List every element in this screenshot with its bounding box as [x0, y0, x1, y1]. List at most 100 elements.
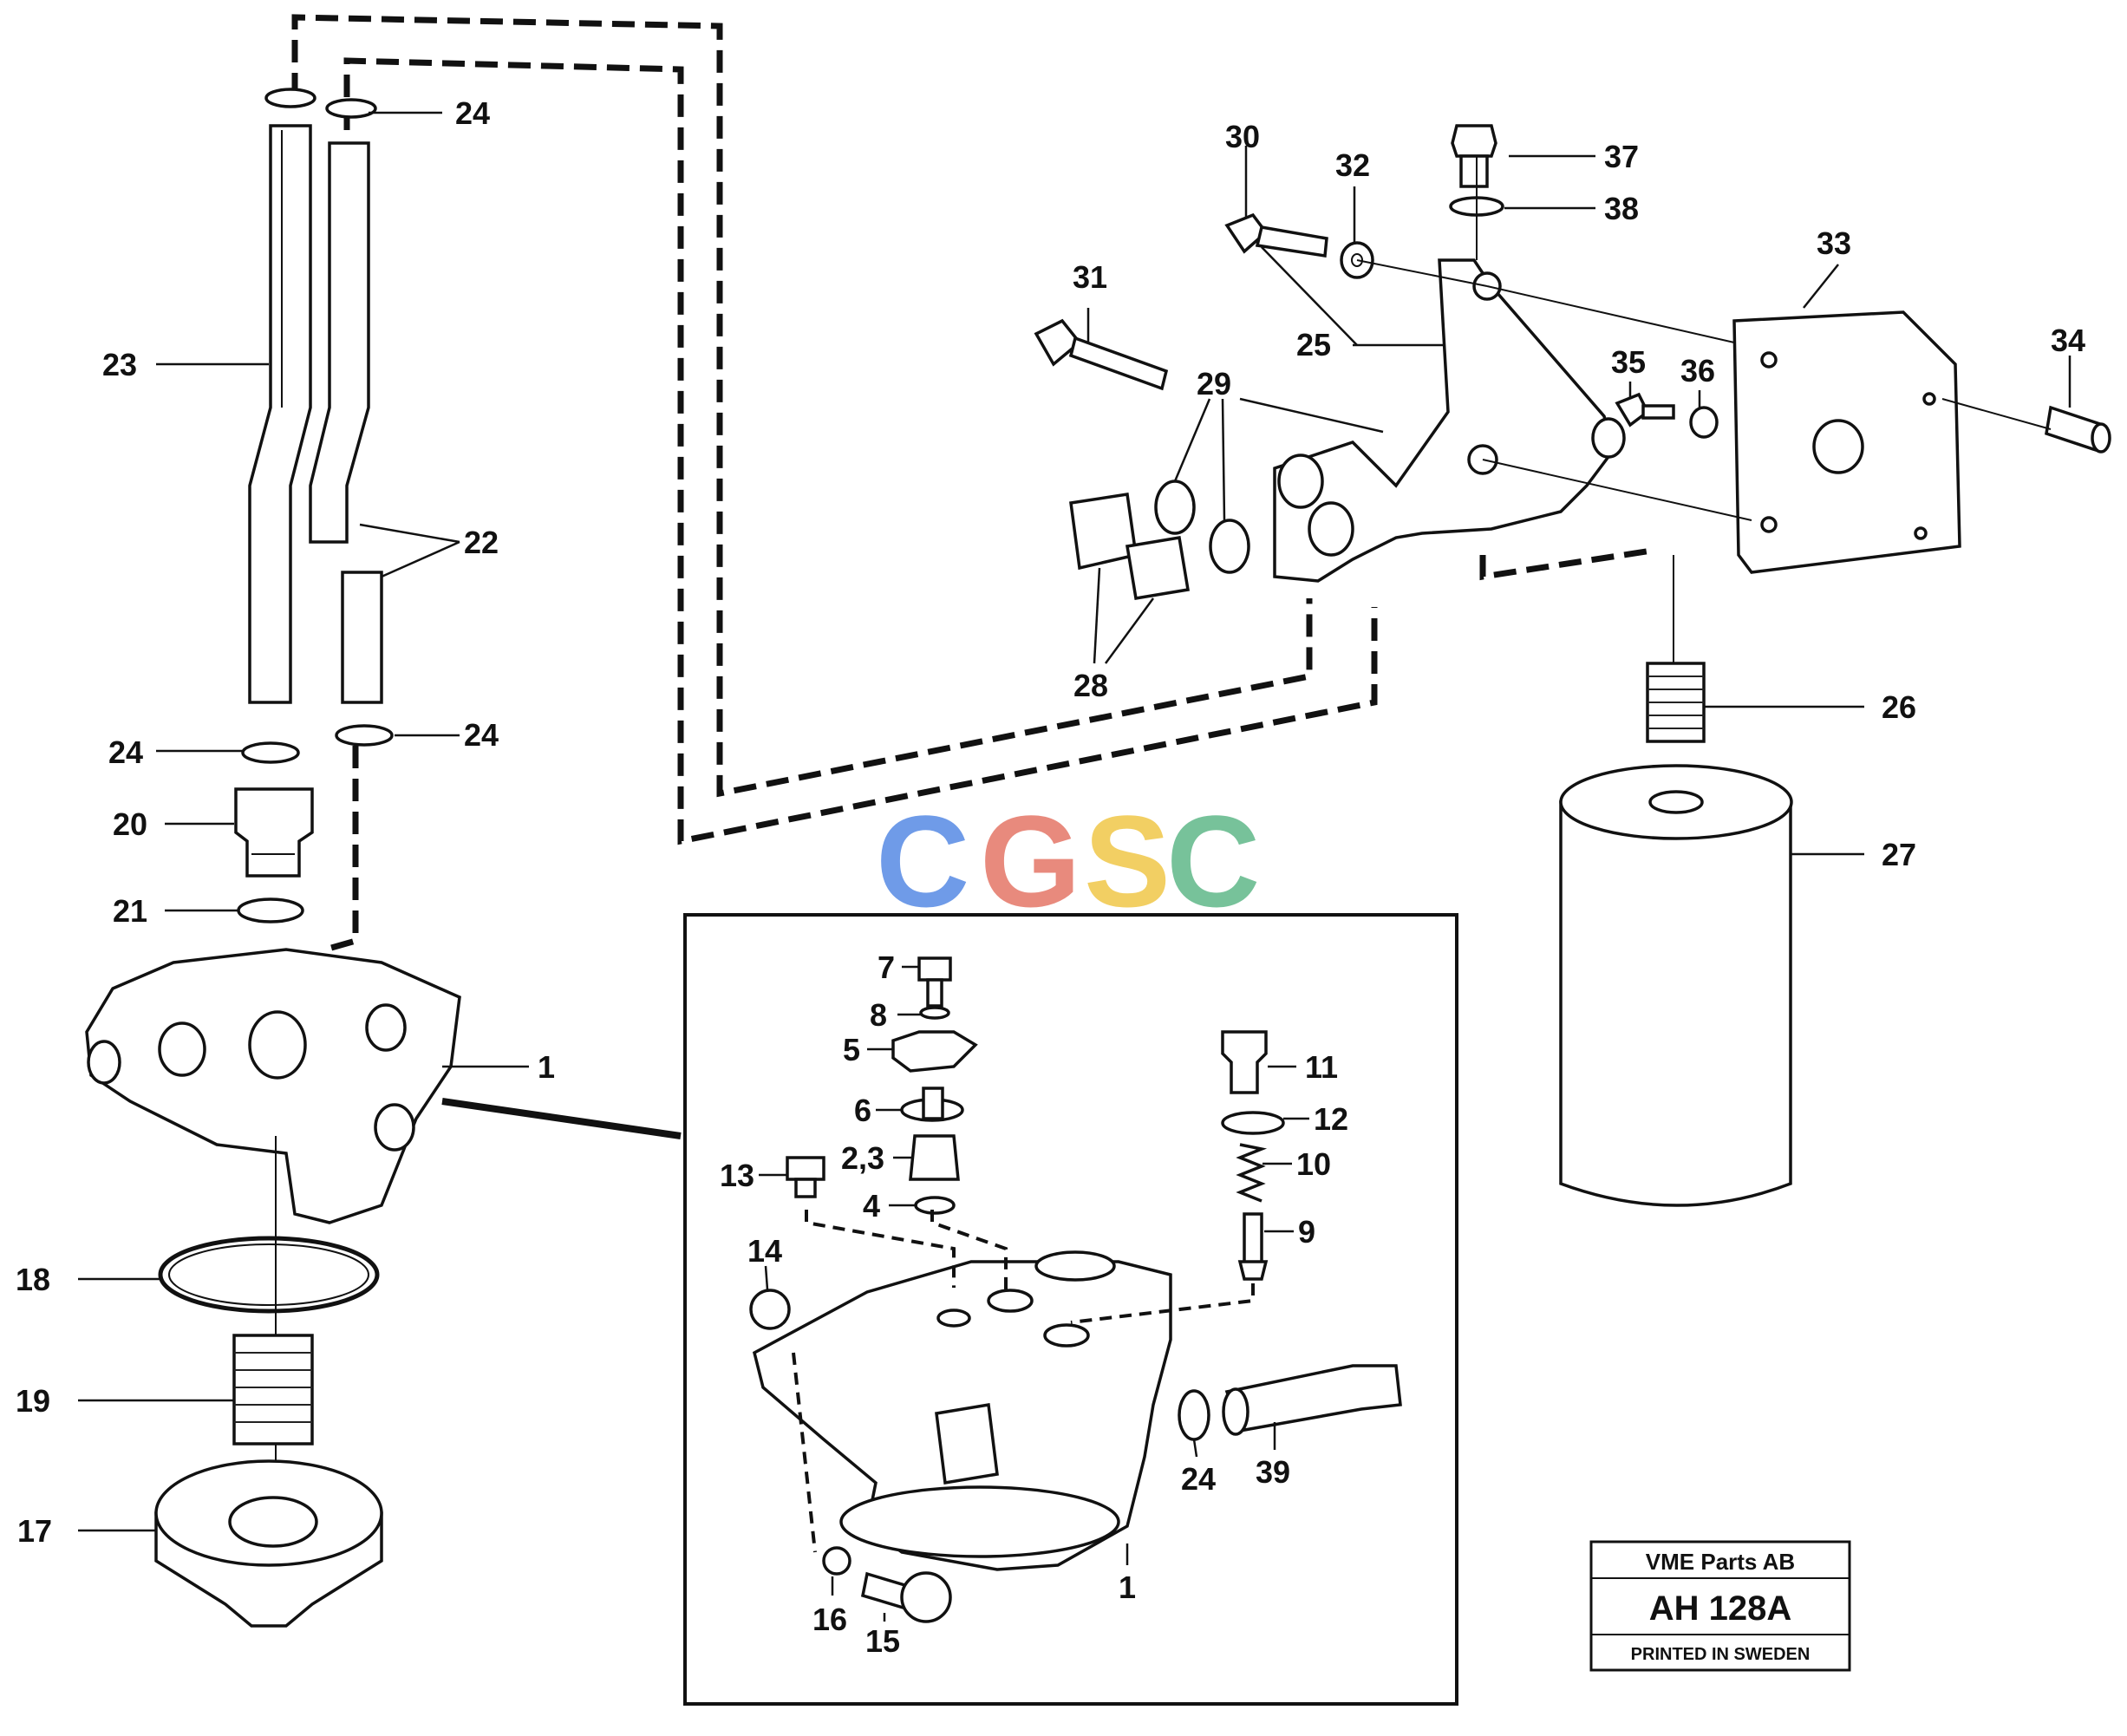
part-callouts: 23 24 22 24 24 20 21 1 18 19 17 30 32 31…: [16, 95, 2085, 1549]
inset-callout-39: 39: [1256, 1454, 1290, 1490]
oil-filter-27: [1559, 800, 1792, 1207]
spacer-34-end: [2091, 422, 2111, 454]
title-stamp: VME Parts AB AH 128A PRINTED IN SWEDEN: [1589, 1540, 1851, 1672]
o-ring-top-right: [325, 98, 377, 119]
housing-detail-top-port: [1034, 1250, 1116, 1282]
bolt-30-shank: [1255, 225, 1328, 258]
dashed-line-inner: [343, 57, 1378, 845]
callout-21: 21: [113, 893, 147, 929]
watermark-letter-c1: C: [876, 788, 969, 934]
callout-20: 20: [113, 806, 147, 842]
callout-30: 30: [1225, 119, 1260, 154]
seal-ring-29-upper: [1154, 480, 1196, 535]
oil-filter-27-center-hole: [1648, 790, 1704, 814]
housing-detail-bore-2: [987, 1289, 1034, 1313]
mounting-bracket-25: [1273, 258, 1615, 583]
filter-assembly: [1559, 662, 1793, 1207]
stamp-frame: [1589, 1540, 1851, 1672]
callout-17: 17: [17, 1513, 52, 1549]
plug-28-upper: [1069, 493, 1138, 571]
housing-detail-flange: [839, 1485, 1120, 1558]
cgsc-watermark-logo: C G S C: [876, 788, 1260, 934]
housing-detail-boss: [935, 1402, 999, 1485]
seal-ring-29-lower: [1209, 519, 1250, 574]
inset-callout-15: 15: [865, 1623, 900, 1659]
callout-1: 1: [538, 1049, 555, 1085]
callout-25: 25: [1296, 327, 1331, 362]
housing-side-port: [87, 1040, 121, 1085]
valve-stem: [922, 1087, 944, 1120]
plate-hole-3: [1922, 392, 1936, 406]
spring-10: [1236, 1143, 1268, 1203]
pipe-23: [248, 124, 312, 704]
callout-24-left: 24: [108, 734, 143, 770]
left-assembly: [85, 88, 461, 1628]
filter-base-17-bore: [228, 1496, 318, 1548]
housing-detail-bore-1: [936, 1309, 971, 1328]
inset-callouts: 7 8 5 6 2,3 4 13 14 11 12 10 9 24 39 1 1…: [720, 950, 1348, 1659]
nipple-26-threads: [1647, 675, 1704, 729]
bracket-side-boss: [1591, 417, 1626, 459]
inset-dash-13: [805, 1210, 956, 1288]
o-ring-24-left: [241, 741, 300, 764]
bracket-assembly: [1034, 124, 2111, 668]
inset-dash-piston: [1070, 1283, 1255, 1324]
stud-35-shank: [1641, 404, 1675, 420]
washer-21: [237, 897, 304, 923]
fitting-37-thread: [1459, 154, 1489, 188]
screw-7-head: [917, 956, 952, 982]
washer-32-hole: [1351, 253, 1363, 267]
housing-port-upper: [365, 1003, 407, 1052]
dashed-line-outer: [291, 14, 1313, 798]
inset-callout-4: 4: [863, 1188, 880, 1224]
nipple-20: [234, 787, 314, 878]
callout-24-top: 24: [455, 95, 490, 131]
washer-16: [822, 1546, 851, 1576]
inset-dash-valve: [930, 1210, 1008, 1292]
bracket-port-lower: [1308, 501, 1354, 557]
nipple-19-threads: [234, 1352, 312, 1423]
callout-34: 34: [2051, 323, 2085, 358]
washer-8: [919, 1006, 950, 1020]
watermark-letter-g: G: [980, 788, 1081, 934]
callout-28: 28: [1073, 668, 1108, 703]
callout-23: 23: [102, 347, 137, 382]
inset-callout-6: 6: [854, 1093, 871, 1128]
plug-28-lower: [1125, 535, 1191, 601]
housing-port-center: [248, 1010, 307, 1080]
housing-detail-bore-3: [1043, 1323, 1090, 1348]
callout-27: 27: [1882, 837, 1916, 872]
o-ring-24-right: [335, 724, 394, 747]
plate-33-center-hole: [1812, 419, 1864, 474]
housing-port-left: [158, 1021, 206, 1077]
callout-38: 38: [1604, 191, 1639, 226]
callout-31: 31: [1073, 259, 1107, 295]
dashed-line-hose-to-housing: [324, 746, 359, 953]
callout-36: 36: [1680, 353, 1715, 388]
inset-callout-10: 10: [1296, 1146, 1331, 1182]
axis-lower: [1482, 459, 1752, 521]
pipe-22-upper: [309, 141, 370, 544]
piston-stem-9: [1243, 1212, 1263, 1268]
o-ring-18: [158, 1236, 380, 1314]
o-ring-18-inner: [168, 1243, 369, 1306]
stamp-print-note: PRINTED IN SWEDEN: [1631, 1645, 1811, 1664]
inset-dash-bolt: [792, 1352, 817, 1553]
screw-7-shank: [926, 978, 943, 1008]
pipe-22-lower: [341, 571, 383, 704]
bolt-31-shank: [1068, 336, 1169, 391]
inset-callout-1: 1: [1119, 1570, 1136, 1605]
plate-hole-4: [1914, 526, 1928, 540]
callout-29: 29: [1197, 366, 1231, 401]
bolt-15-head: [900, 1571, 952, 1623]
leader-housing-to-inset: [441, 1098, 682, 1139]
housing-port-lower: [374, 1103, 415, 1152]
plate-hole-2: [1760, 516, 1778, 533]
bracket-port-upper: [1277, 454, 1324, 509]
cover-plate-5: [891, 1030, 978, 1073]
callout-26: 26: [1882, 689, 1916, 725]
plug-13-shank: [794, 1178, 817, 1198]
washer-4: [914, 1196, 956, 1215]
